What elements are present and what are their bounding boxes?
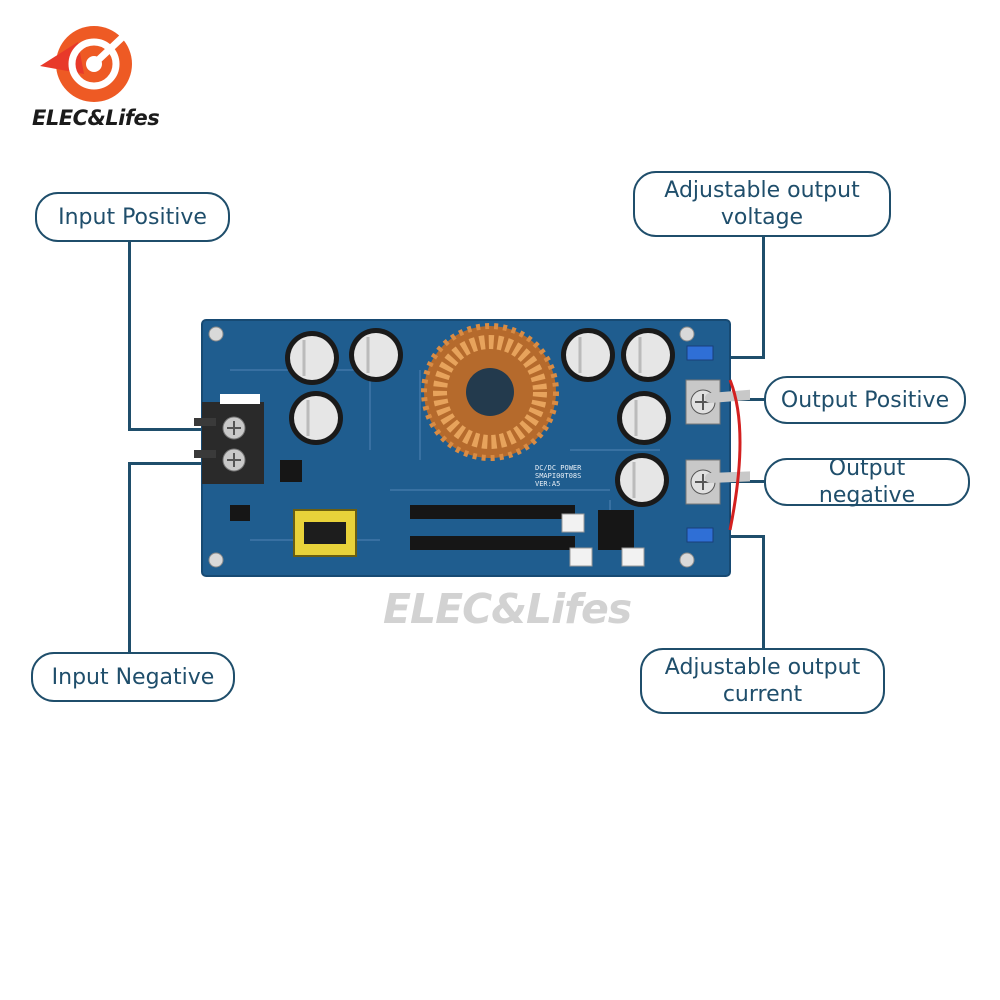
silkscreen-text-2: SMAPI00T08S xyxy=(535,472,581,480)
connector-adj-voltage-v xyxy=(762,236,765,358)
label-adjustable-output-voltage: Adjustable output voltage xyxy=(633,171,891,237)
label-adj-voltage-line1: Adjustable output xyxy=(664,178,860,203)
connector-input-positive-h xyxy=(128,428,208,431)
label-output-positive-text: Output Positive xyxy=(780,387,950,413)
connector-adj-current-v xyxy=(762,535,765,650)
connector-adj-voltage-h xyxy=(716,356,765,359)
brand-name: ELEC&Lifes xyxy=(32,106,160,130)
connector-input-positive-v xyxy=(128,240,131,430)
label-adj-current-line1: Adjustable output xyxy=(664,655,861,680)
label-adjustable-output-current: Adjustable output current xyxy=(640,648,885,714)
label-adj-voltage-line2: voltage xyxy=(720,205,804,230)
label-input-negative: Input Negative xyxy=(31,652,235,702)
connector-adj-current-h xyxy=(716,535,765,538)
label-adj-current-line2: current xyxy=(722,682,803,707)
label-input-negative-text: Input Negative xyxy=(51,664,215,690)
label-output-negative-text: Output negative xyxy=(818,456,916,508)
watermark-text: ELEC&Lifes xyxy=(383,585,632,633)
label-input-positive-text: Input Positive xyxy=(58,204,207,230)
pcb-board-image: DC/DC POWER SMAPI00T08S VER:A5 xyxy=(194,319,750,577)
connector-input-negative-v xyxy=(128,462,131,655)
label-input-positive: Input Positive xyxy=(35,192,230,242)
connector-input-negative-h xyxy=(128,462,208,465)
label-output-negative: Output negative xyxy=(764,456,970,508)
silkscreen-text-3: VER:A5 xyxy=(535,480,560,488)
silkscreen-text-1: DC/DC POWER xyxy=(535,464,582,472)
brand-logo xyxy=(40,23,137,102)
label-output-positive: Output Positive xyxy=(764,376,966,424)
